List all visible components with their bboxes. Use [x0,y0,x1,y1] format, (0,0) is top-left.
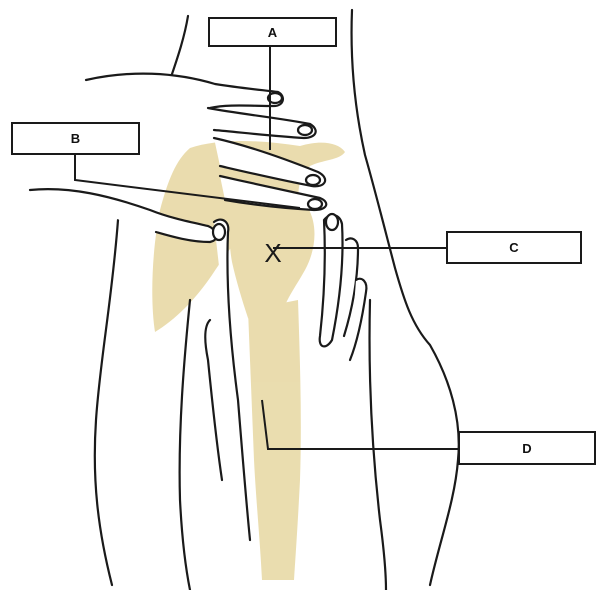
inner-arm-line [180,300,190,590]
chest-line [95,220,118,585]
upper-fingernail-4 [308,199,322,209]
side-fingernail [326,214,338,230]
humerus-shaft [248,300,301,580]
upper-hand-palm [86,74,283,108]
label-box-d: D [458,431,596,465]
label-box-a: A [208,17,337,47]
neck-line [170,16,188,80]
thumb-left [205,320,222,480]
front-fingernail [213,224,225,240]
outer-arm-line [369,300,386,590]
label-box-c: C [446,231,582,264]
upper-fingernail-2 [298,125,312,135]
side-finger-1 [320,215,343,346]
front-hand [30,189,250,540]
shoulder-back-line [352,10,459,585]
upper-fingernail-3 [306,175,320,185]
target-marker: X [264,238,281,268]
label-box-b: B [11,122,140,155]
